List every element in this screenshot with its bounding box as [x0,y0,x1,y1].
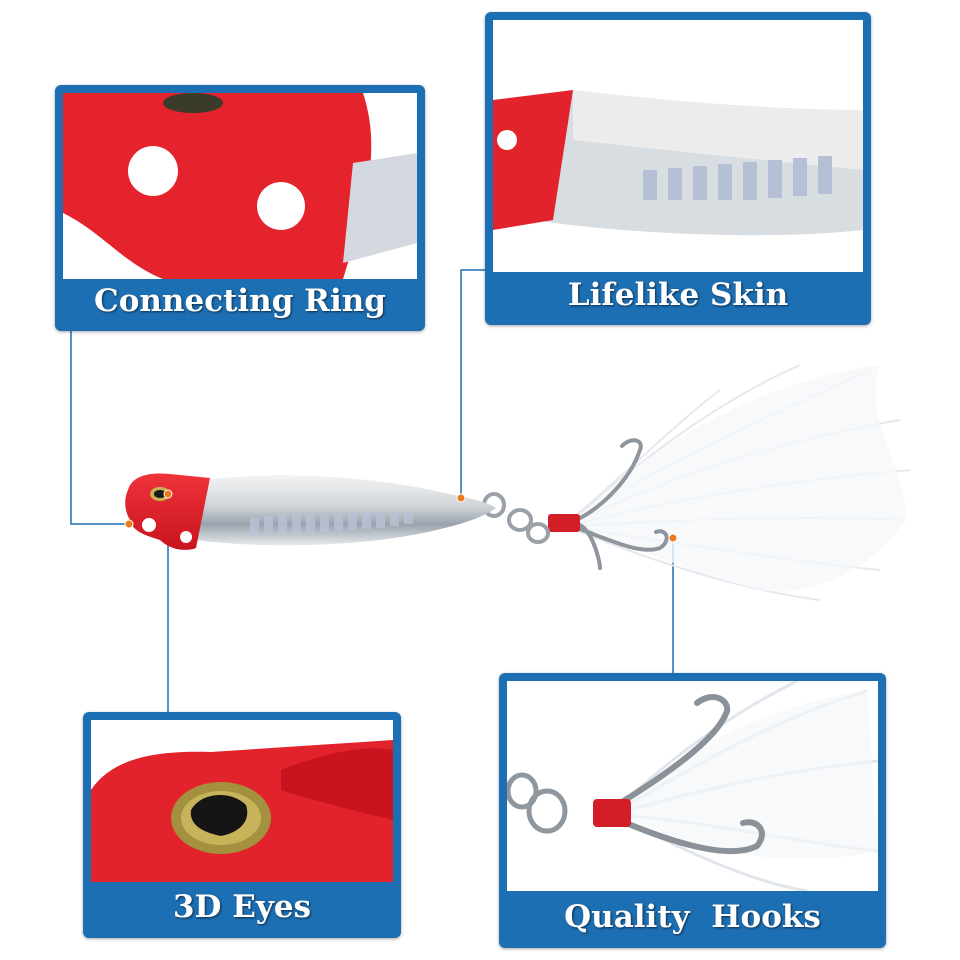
photo-3d-eyes [91,720,393,882]
lure-head [125,473,210,550]
ring-hole-1 [142,518,156,532]
callout-quality-hooks: Quality Hooks [499,673,886,948]
marker-lifelike-skin [456,493,466,503]
photo-connecting-ring [63,93,417,279]
feather-body [575,365,906,592]
photo-lifelike-skin [493,20,863,272]
photo-quality-hooks [507,681,878,891]
label-3d-eyes: 3D Eyes [172,889,312,925]
marker-hooks [668,533,678,543]
label-connecting-ring: Connecting Ring [94,283,386,319]
callout-lifelike-skin: Lifelike Skin [485,12,871,325]
label-lifelike-skin: Lifelike Skin [567,276,789,313]
thread-wrap [548,514,580,532]
lure-body [195,475,496,546]
leader-line-lifelike-skin [460,269,485,498]
callout-3d-eyes: 3D Eyes [83,712,401,938]
callout-connecting-ring: Connecting Ring [55,85,425,331]
ring-hole-2 [180,531,192,543]
marker-dots [124,489,678,543]
split-rings [482,492,550,544]
marker-connecting-ring [124,519,134,529]
lure-pupil [154,490,166,498]
leader-line-connecting-ring [70,331,128,525]
marker-eyes [163,489,173,499]
holo-scales [250,512,413,534]
label-quality-hooks: Quality Hooks [564,898,821,935]
